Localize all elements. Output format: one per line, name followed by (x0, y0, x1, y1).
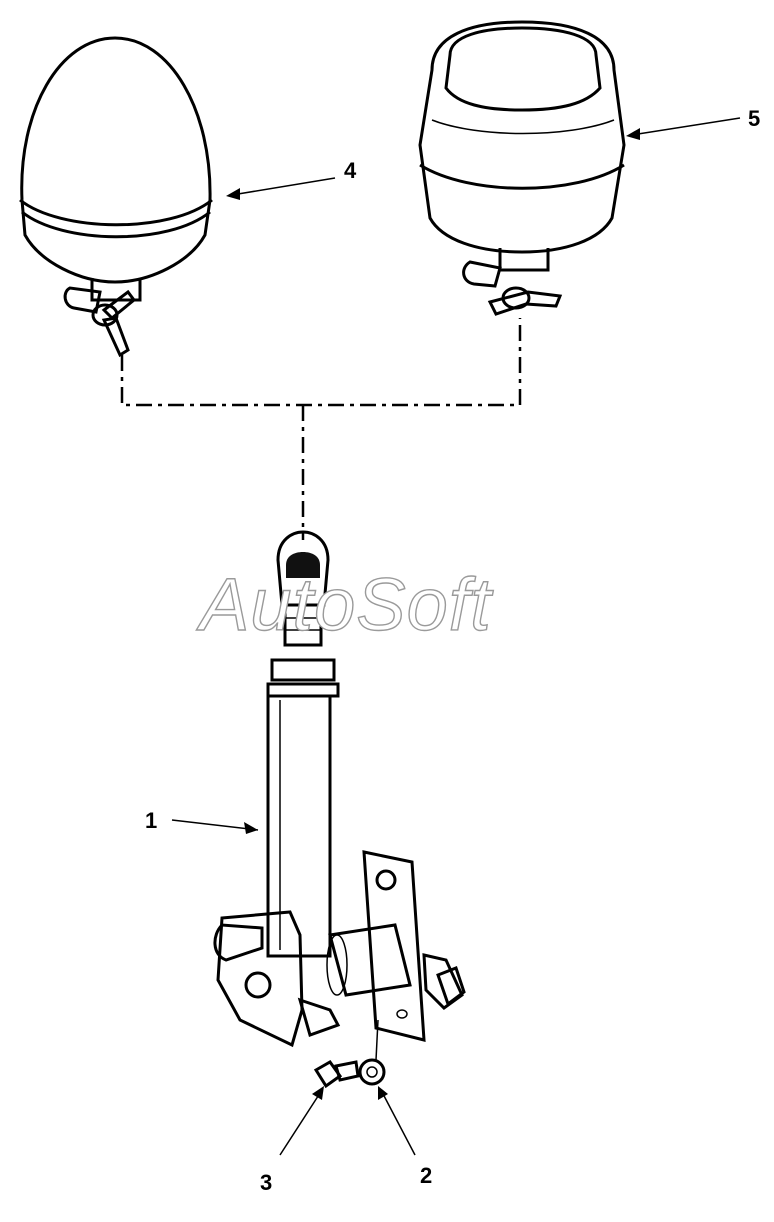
beacon-lamp-flat (418, 20, 626, 316)
watermark-text: AutoSoft (196, 563, 494, 646)
leader-3 (279, 1089, 323, 1156)
fasteners (313, 1019, 386, 1089)
leader-lines (171, 117, 741, 1156)
callout-4: 4 (344, 158, 357, 183)
leader-1 (171, 819, 259, 831)
mast-assembly (213, 530, 466, 1048)
callout-5: 5 (748, 106, 760, 131)
leader-5 (637, 117, 741, 135)
assembly-lines (120, 318, 522, 540)
leader-2 (381, 1091, 416, 1156)
callout-1: 1 (145, 808, 157, 833)
callout-2: 2 (420, 1163, 432, 1188)
callout-3: 3 (260, 1170, 272, 1195)
leader-4 (237, 177, 336, 195)
beacon-lamp-dome (19, 36, 213, 358)
